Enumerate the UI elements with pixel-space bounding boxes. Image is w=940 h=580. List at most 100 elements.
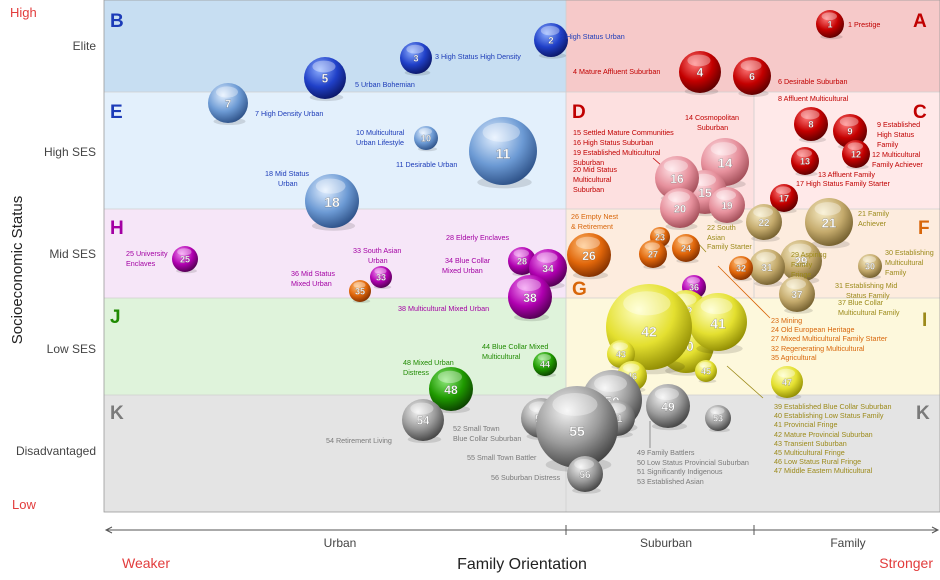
bubble-segment-49: 49 [646, 384, 690, 431]
segment-label: 22 South [707, 223, 736, 232]
bubble-circle [414, 126, 438, 150]
region-j [104, 298, 566, 395]
segment-label: 3 High Status High Density [435, 52, 521, 61]
segment-label: 20 Mid Status [573, 165, 617, 174]
bubble-segment-35: 35 [349, 280, 371, 304]
bubble-circle [533, 352, 557, 376]
bubble-number: 21 [822, 215, 837, 230]
bubble-circle [607, 340, 635, 368]
bubble-circle [305, 174, 359, 228]
bubble-circle [639, 240, 667, 268]
bubble-segment-44: 44 [533, 352, 557, 378]
bubble-circle [679, 51, 721, 93]
bubble-number: 8 [808, 120, 813, 130]
segment-label: 48 Mixed Urban [403, 358, 454, 367]
bubble-circle [689, 293, 747, 351]
bubble-circle [729, 256, 753, 280]
segment-label: 31 Establishing Mid [835, 281, 897, 290]
bubble-segment-22: 22 [746, 204, 782, 242]
bubble-segment-54: 54 [402, 399, 444, 444]
segment-label: 55 Small Town Battler [467, 453, 537, 462]
region-letters: B A E D C H F G J I K K [110, 11, 930, 424]
bubble-segment-56: 56 [567, 456, 603, 494]
bubble-circle [805, 198, 853, 246]
x-axis-weaker: Weaker [122, 555, 170, 571]
segment-label: 44 Blue Collar Mixed [482, 342, 548, 351]
segment-label: Blue Collar Suburban [453, 434, 521, 443]
segment-label: Asian [707, 233, 725, 242]
bubble-number: 44 [540, 360, 550, 370]
segment-label: 11 Desirable Urban [396, 160, 457, 169]
bubble-circle [672, 234, 700, 262]
bubble-segment-5: 5 [304, 57, 346, 102]
segment-label: 16 High Status Suburban [573, 138, 653, 147]
segment-label: 24 Old European Heritage [771, 325, 855, 334]
segment-label: 29 Aspiring [791, 250, 827, 259]
segment-label: 52 Small Town [453, 424, 500, 433]
segment-label: 30 Establishing [885, 248, 934, 257]
segment-label: 10 Multicultural [356, 128, 405, 137]
bubble-segment-48: 48 [429, 367, 473, 414]
bubble-circle [733, 57, 771, 95]
bubble-number: 2 [548, 36, 553, 46]
x-axis-section-urban: Urban [324, 536, 357, 550]
bubble-circle [791, 147, 819, 175]
bubble-circle [771, 366, 803, 398]
segment-label: 27 Mixed Multicultural Family Starter [771, 334, 888, 343]
segment-label: Enclaves [126, 259, 156, 268]
bubble-number: 56 [580, 470, 591, 481]
bubble-circle [695, 360, 717, 382]
segment-label: Mixed Urban [442, 266, 483, 275]
segment-label: 19 Established Multicultural [573, 148, 661, 157]
bubble-segment-45: 45 [695, 360, 717, 384]
bubble-number: 54 [417, 416, 430, 428]
segment-label: Family [791, 260, 813, 269]
bubble-circle [567, 233, 611, 277]
bubble-circle [794, 107, 828, 141]
segment-label: 56 Suburban Distress [491, 473, 561, 482]
bubble-number: 9 [847, 127, 852, 137]
label-layer: 1 Prestige 2 High Status Urban 3 High Stat… [126, 20, 934, 486]
bubble-segment-12: 12 [842, 140, 870, 170]
segment-label: 13 Affluent Family [818, 170, 875, 179]
bubble-segment-30: 30 [858, 254, 882, 280]
bubble-number: 25 [180, 255, 190, 265]
bubble-number: 36 [689, 283, 699, 293]
segment-label: 9 Established [877, 120, 920, 129]
bubble-number: 14 [718, 155, 733, 170]
bubble-circle [567, 456, 603, 492]
bubble-number: 13 [800, 157, 810, 167]
bubble-segment-32: 32 [729, 256, 753, 282]
bubble-segment-13: 13 [791, 147, 819, 177]
segment-label: 37 Blue Collar [838, 298, 884, 307]
bubble-segment-19: 19 [709, 187, 745, 225]
region-letter-f: F [918, 218, 930, 239]
segment-label: Achiever [858, 219, 887, 228]
segment-label: 2 High Status Urban [560, 32, 625, 41]
bubble-number: 49 [661, 400, 675, 414]
segment-label: Multicultural [482, 352, 521, 361]
segment-label: 1 Prestige [848, 20, 880, 29]
bubble-segment-20: 20 [660, 188, 700, 230]
segment-label: 40 Establishing Low Status Family [774, 411, 884, 420]
segment-label: 8 Affluent Multicultural [778, 94, 849, 103]
bubble-number: 35 [355, 287, 365, 297]
segment-label: 49 Family Battlers [637, 448, 695, 457]
segment-label: 45 Multicultural Fringe [774, 448, 845, 457]
segment-label: 43 Transient Suburban [774, 439, 847, 448]
segment-label: Suburban [697, 123, 728, 132]
bubble-segment-8: 8 [794, 107, 828, 143]
segment-label: Status Family [846, 291, 890, 300]
bubble-number: 22 [759, 218, 770, 229]
segment-label: 14 Cosmopolitan [685, 113, 739, 122]
bubble-circle [746, 204, 782, 240]
region-letter-b: B [110, 11, 124, 32]
bubble-circle [842, 140, 870, 168]
bubble-number: 32 [736, 264, 746, 274]
bubble-segment-55: 55 [536, 386, 618, 473]
bubble-segment-26: 26 [567, 233, 611, 280]
bubble-circle [429, 367, 473, 411]
segment-label: 28 Elderly Enclaves [446, 233, 510, 242]
bubble-number: 47 [782, 378, 792, 388]
